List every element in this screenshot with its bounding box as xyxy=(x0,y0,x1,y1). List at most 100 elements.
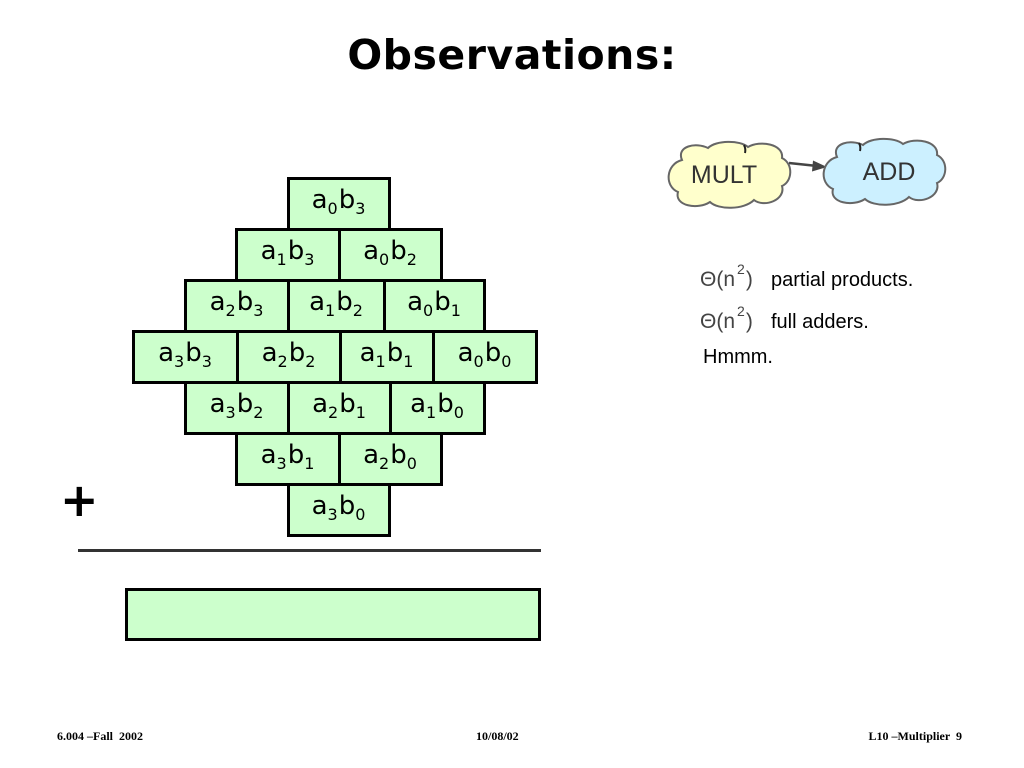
note-full-adders: full adders. xyxy=(771,311,869,333)
footer-slide-id: L10 –Multiplier 9 xyxy=(868,729,962,743)
multiplier-index: 3 xyxy=(201,352,212,371)
multiplier-index: 2 xyxy=(305,352,316,371)
multiplier-symbol: b xyxy=(287,236,305,266)
multiplier-symbol: b xyxy=(390,440,407,470)
theta-exponent: 2 xyxy=(737,261,745,277)
multiplicand-index: 1 xyxy=(375,352,386,371)
add-cloud: ADD xyxy=(822,137,947,206)
multiplicand-index: 1 xyxy=(426,403,437,422)
multiplier-index: 3 xyxy=(253,301,264,320)
theta-exponent: 2 xyxy=(737,303,745,319)
multiplier-symbol: b xyxy=(236,287,254,317)
multiplier-index: 1 xyxy=(450,301,461,320)
multiplier-symbol: b xyxy=(236,389,254,419)
multiplicand-symbol: a xyxy=(359,338,376,368)
multiplier-index: 1 xyxy=(403,352,414,371)
multiplicand-symbol: a xyxy=(260,440,277,470)
partial-product-cell: a3b3 xyxy=(132,330,239,384)
multiplicand-index: 1 xyxy=(276,250,287,269)
footer-course: 6.004 –Fall 2002 xyxy=(57,729,143,743)
multiplicand-symbol: a xyxy=(410,389,427,419)
multiplier-index: 1 xyxy=(355,403,366,422)
flow-arrow xyxy=(788,160,827,172)
multiplicand-index: 0 xyxy=(327,199,338,218)
partial-product-label: a2b2 xyxy=(262,340,317,374)
result-row-box xyxy=(125,588,541,641)
mult-cloud-detail xyxy=(743,144,747,154)
mult-label: MULT xyxy=(691,161,757,189)
flow-arrow-head xyxy=(812,160,827,172)
multiplicand-index: 2 xyxy=(277,352,288,371)
partial-product-cell: a3b1 xyxy=(235,432,341,486)
multiplicand-index: 0 xyxy=(423,301,434,320)
partial-product-label: a1b3 xyxy=(261,238,316,272)
partial-product-label: a3b3 xyxy=(158,340,213,374)
theta-close: ) xyxy=(745,268,753,291)
multiplier-index: 1 xyxy=(304,454,315,473)
partial-product-cell: a0b0 xyxy=(432,330,538,384)
multiplicand-index: 2 xyxy=(225,301,236,320)
multiplier-index: 3 xyxy=(304,250,315,269)
mult-add-flow-diagram: MULT ADD xyxy=(667,137,947,209)
multiplicand-symbol: a xyxy=(309,287,326,317)
multiplicand-symbol: a xyxy=(407,287,424,317)
partial-product-label: a2b3 xyxy=(210,289,265,323)
partial-product-label: a3b0 xyxy=(312,493,367,527)
multiplier-symbol: b xyxy=(386,338,404,368)
multiplicand-index: 2 xyxy=(379,454,390,473)
partial-product-cell: a2b0 xyxy=(338,432,443,486)
partial-product-cell: a1b0 xyxy=(389,381,486,435)
sum-rule-line xyxy=(78,549,541,552)
partial-product-label: a0b3 xyxy=(312,187,367,221)
theta-open: Θ(n xyxy=(700,268,736,291)
mult-cloud-shape xyxy=(667,140,792,209)
multiplicand-index: 3 xyxy=(327,505,338,524)
multiplicand-index: 2 xyxy=(328,403,339,422)
multiplicand-index: 0 xyxy=(473,352,484,371)
multiplier-symbol: b xyxy=(185,338,202,368)
add-label: ADD xyxy=(863,158,916,186)
partial-product-cell: a2b3 xyxy=(184,279,290,333)
footer-date: 10/08/02 xyxy=(476,729,519,743)
sum-operator: + xyxy=(60,473,99,527)
mult-cloud: MULT xyxy=(667,140,792,209)
multiplier-symbol: b xyxy=(484,338,502,368)
multiplier-index: 0 xyxy=(355,505,366,524)
multiplier-symbol: b xyxy=(338,185,356,215)
multiplier-index: 2 xyxy=(406,250,417,269)
multiplier-symbol: b xyxy=(437,389,454,419)
partial-product-label: a1b0 xyxy=(410,391,465,425)
multiplicand-index: 3 xyxy=(225,403,236,422)
multiplier-index: 0 xyxy=(453,403,464,422)
multiplier-symbol: b xyxy=(390,236,407,266)
partial-product-cell: a1b3 xyxy=(235,228,341,282)
multiplicand-symbol: a xyxy=(363,236,380,266)
flow-arrow-line xyxy=(788,161,816,168)
multiplicand-symbol: a xyxy=(311,185,328,215)
partial-product-cell: a0b3 xyxy=(287,177,391,231)
add-cloud-detail xyxy=(858,142,862,152)
multiplicand-index: 3 xyxy=(276,454,287,473)
multiplicand-symbol: a xyxy=(457,338,474,368)
multiplicand-symbol: a xyxy=(363,440,380,470)
multiplicand-symbol: a xyxy=(158,338,175,368)
partial-product-label: a2b0 xyxy=(363,442,418,476)
multiplicand-symbol: a xyxy=(311,491,328,521)
multiplier-symbol: b xyxy=(287,440,305,470)
multiplicand-index: 1 xyxy=(325,301,336,320)
partial-product-cell: a0b2 xyxy=(338,228,443,282)
partial-product-label: a0b2 xyxy=(363,238,418,272)
multiplier-index: 3 xyxy=(355,199,366,218)
multiplier-index: 2 xyxy=(352,301,363,320)
partial-product-cell: a3b0 xyxy=(287,483,391,537)
add-cloud-shape xyxy=(822,137,947,206)
partial-product-label: a2b1 xyxy=(312,391,367,425)
multiplicand-symbol: a xyxy=(209,389,226,419)
partial-product-label: a1b2 xyxy=(309,289,364,323)
multiplier-symbol: b xyxy=(288,338,306,368)
multiplier-symbol: b xyxy=(336,287,353,317)
multiplicand-symbol: a xyxy=(261,338,278,368)
